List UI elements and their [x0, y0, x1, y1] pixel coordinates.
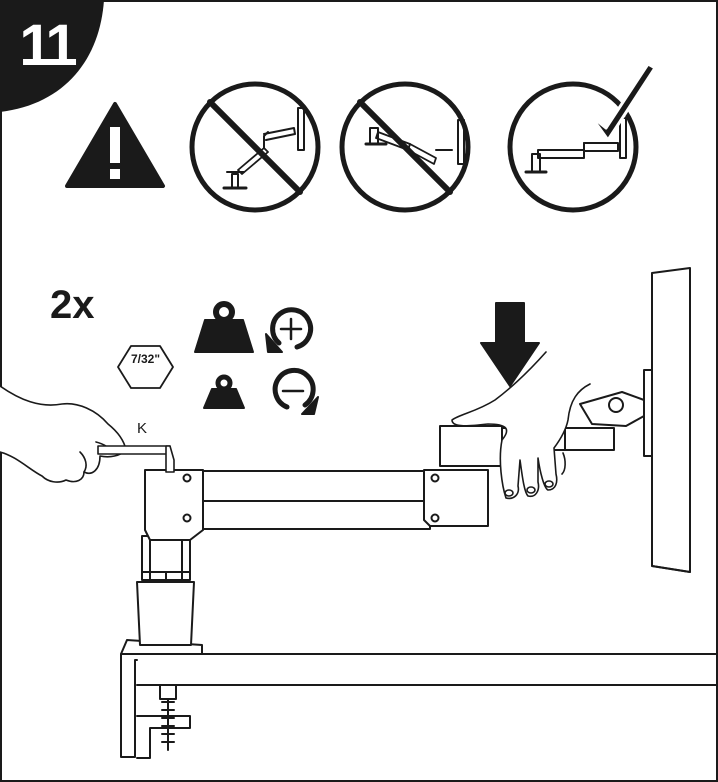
prohibited-arm-tilted-up-icon	[189, 81, 321, 213]
prohibited-arm-tilted-down-icon	[339, 81, 471, 213]
heavy-weight-icon	[194, 301, 254, 353]
step-badge-shape	[0, 0, 104, 112]
hand-with-hex-key	[0, 385, 175, 483]
desk-surface	[136, 653, 718, 686]
monitor-side-view	[651, 267, 691, 573]
rotate-counterclockwise-minus-icon	[272, 367, 319, 415]
hex-key-size-label: 7/32"	[130, 352, 161, 366]
warning-icon	[65, 102, 165, 188]
desk-clamp	[120, 639, 203, 759]
approved-arm-level-icon	[507, 62, 657, 213]
down-arrow-icon	[480, 302, 540, 387]
pressing-hand	[451, 351, 591, 500]
mount-pole	[136, 535, 195, 646]
quantity-label: 2x	[50, 283, 95, 327]
hex-key-size-badge	[117, 345, 174, 389]
light-weight-icon	[203, 374, 245, 409]
rotate-clockwise-plus-icon	[265, 307, 314, 353]
lower-arm	[144, 469, 489, 541]
step-number: 11	[19, 13, 77, 78]
tool-callout-letter: K	[137, 420, 148, 437]
